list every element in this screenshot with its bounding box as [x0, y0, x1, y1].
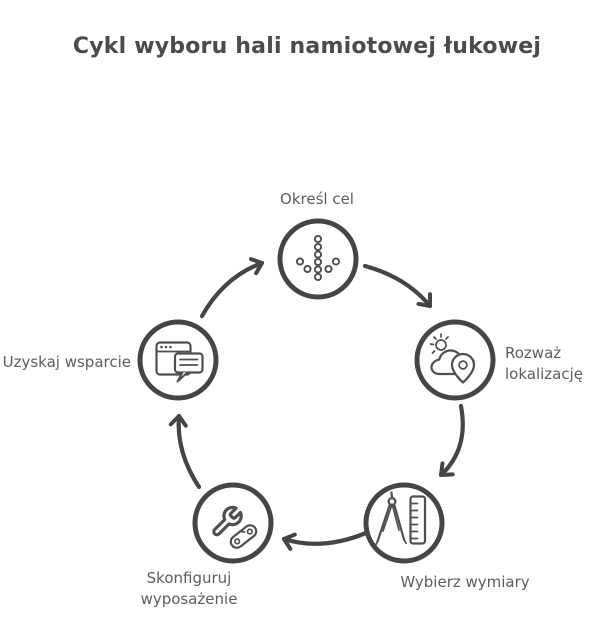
- arrow-support-to-goal: [199, 257, 265, 319]
- step-node-wybierz-wymiary: [363, 482, 445, 564]
- step-node-okresl-cel: [277, 218, 359, 300]
- browser-dot: [160, 345, 163, 349]
- arrow-dimensions-to-equipment: [281, 530, 369, 551]
- browser-dot: [169, 345, 172, 349]
- step-node-uzyskaj-wsparcie: [137, 319, 219, 401]
- compass-ruler-icon: [374, 491, 427, 546]
- diagram-title: Cykl wyboru hali namiotowej łukowej: [72, 34, 542, 59]
- dotted-down-arrow-icon: [295, 234, 341, 282]
- arrow-equipment-to-support: [168, 413, 202, 490]
- step-label-skonfiguruj-wyposazenie: Skonfiguruj wyposażenie: [140, 569, 238, 608]
- step-node-skonfiguruj-wyposazenie: [192, 482, 274, 564]
- arrow-goal-to-location: [362, 263, 433, 309]
- step-label-wybierz-wymiary: Wybierz wymiary: [400, 573, 530, 591]
- cloud-sun-location-pin-icon: [429, 333, 476, 384]
- step-label-uzyskaj-wsparcie: Uzyskaj wsparcie: [2, 353, 131, 371]
- arrow-location-to-dimensions: [438, 403, 465, 478]
- step-label-rozwaz-lokalizacje: Rozważ lokalizację: [505, 344, 584, 383]
- chat-bubble-tail: [176, 371, 189, 383]
- browser-chat-icon: [155, 341, 204, 383]
- step-node-rozwaz-lokalizacje: [414, 319, 496, 401]
- step-label-okresl-cel: Określ cel: [280, 190, 354, 208]
- browser-dot: [164, 345, 168, 349]
- wrench-tool-icon: [212, 505, 258, 549]
